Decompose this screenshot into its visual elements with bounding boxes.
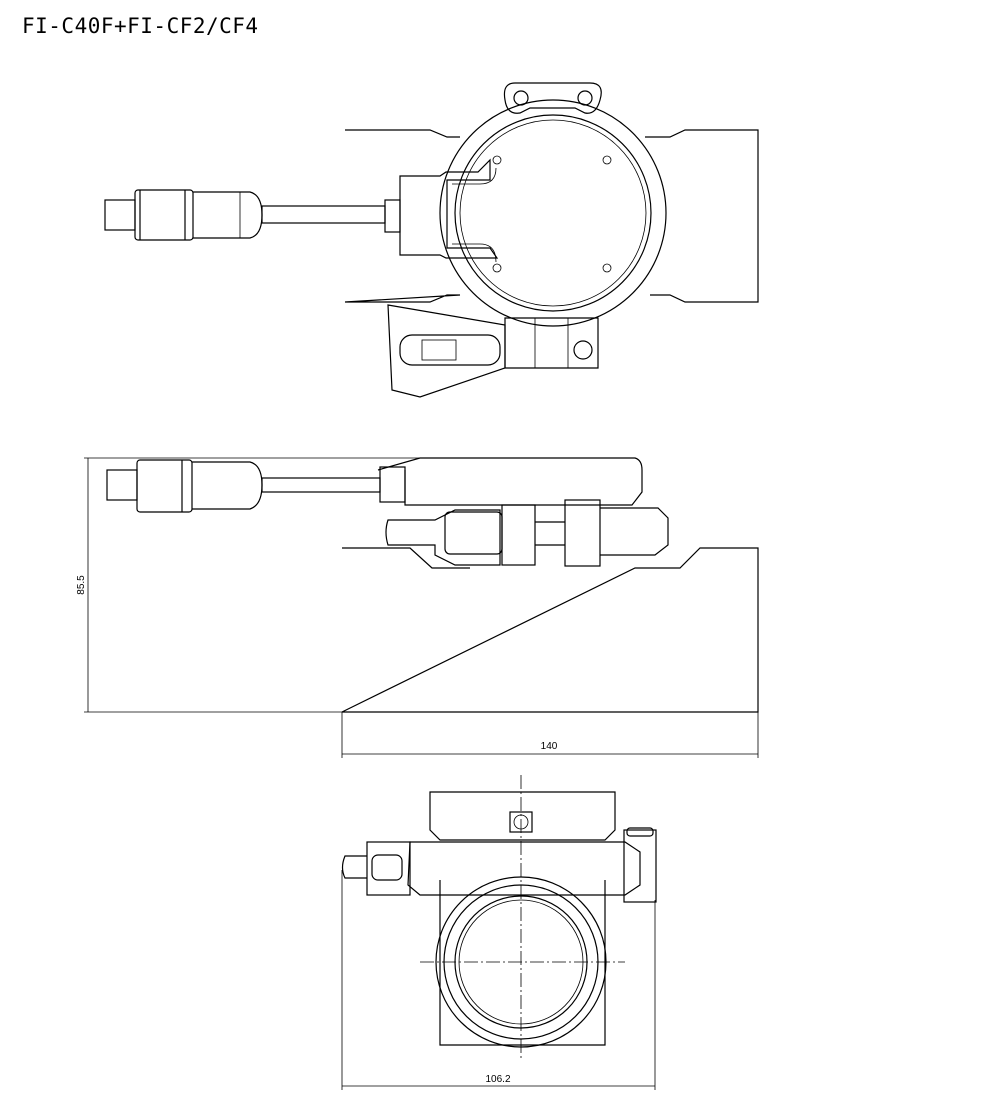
cable-gland <box>384 199 401 233</box>
drawing-title: FI-C40F+FI-CF2/CF4 <box>22 14 259 38</box>
connector-plug <box>104 189 263 241</box>
flow-body-side <box>341 547 759 713</box>
front-view: 106.2 <box>341 775 657 1090</box>
top-clamp-ear <box>503 82 602 114</box>
clamp-lever <box>399 334 501 366</box>
sensor-head-front <box>429 791 616 841</box>
width-dimension-label: 106.2 <box>485 1074 510 1085</box>
clamp-latch <box>504 317 599 369</box>
connector-plug <box>106 459 263 513</box>
flow-body-outline <box>344 129 759 303</box>
mount-hole <box>577 90 593 106</box>
clamp-lever-plate <box>387 304 506 398</box>
sensor-head <box>399 158 499 259</box>
cable <box>261 477 381 493</box>
sensor-housing-side <box>377 457 643 506</box>
cable <box>261 205 386 224</box>
top-view <box>104 82 759 398</box>
flow-body-front <box>439 880 606 1046</box>
screw <box>492 155 612 273</box>
mount-hole <box>513 90 529 106</box>
side-view: 85.5 140 <box>76 457 759 758</box>
height-dimension-label: 85.5 <box>76 575 87 595</box>
sensor-housing-outer <box>439 99 667 327</box>
clamp-assembly <box>385 509 501 566</box>
length-dimension-label: 140 <box>541 741 558 752</box>
